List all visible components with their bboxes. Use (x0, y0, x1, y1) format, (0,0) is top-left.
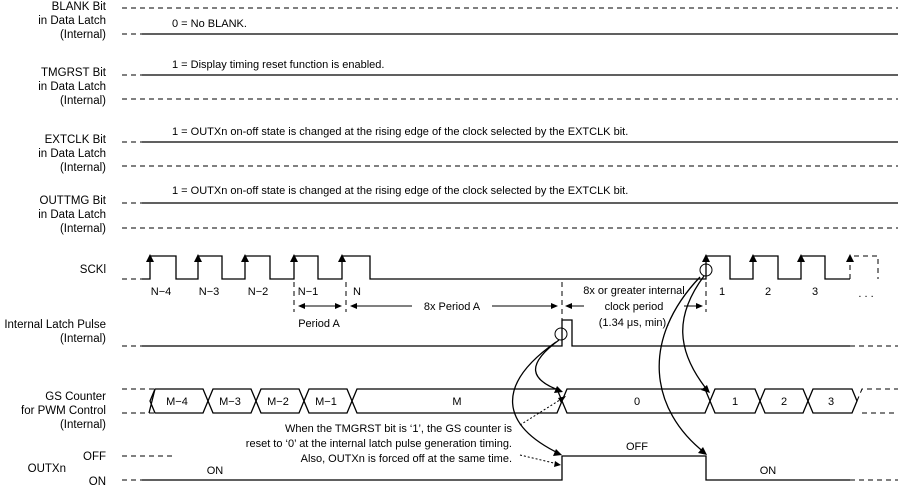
tmgrst-label-line-1: TMGRST Bit (41, 67, 107, 79)
outtmg-label-line-2: in Data Latch (38, 209, 106, 221)
gs-value-0: 0 (634, 396, 640, 408)
annotation-line-1: When the TMGRST bit is ‘1’, the GS count… (285, 423, 513, 435)
tmgrst-label-line-2: in Data Latch (38, 81, 106, 93)
gs-value-m-3: M−3 (219, 396, 241, 408)
internal-clock-line-1: 8x or greater internal (583, 285, 685, 297)
clock-label-n-1: N−1 (298, 286, 319, 298)
gs-label-line-3: (Internal) (60, 419, 106, 431)
gs-label-line-1: GS Counter (45, 391, 106, 403)
tmgrst-annotation: When the TMGRST bit is ‘1’, the GS count… (246, 423, 513, 465)
outxn-row: OUTXn OFF ON ON OFF ON (28, 441, 898, 486)
outxn-off-label: OFF (83, 451, 106, 463)
clock-label-ellipsis: . . . (858, 288, 873, 300)
tmgrst-label-line-3: (Internal) (60, 95, 106, 107)
extclk-bit-row: EXTCLK Bit in Data Latch (Internal) 1 = … (38, 126, 898, 174)
blank-note: 0 = No BLANK. (172, 18, 247, 30)
clock-label-n: N (353, 286, 361, 298)
sckl-label: SCKl (80, 264, 106, 276)
blank-label-line-1: BLANK Bit (52, 1, 107, 13)
gs-value-3: 3 (828, 396, 834, 408)
annotation-line-3: Also, OUTXn is forced off at the same ti… (301, 453, 512, 465)
tmgrst-bit-row: TMGRST Bit in Data Latch (Internal) 1 = … (38, 59, 898, 107)
gs-value-m-4: M−4 (166, 396, 188, 408)
clock-label-1: 1 (719, 286, 725, 298)
internal-clock-line-2: clock period (605, 301, 664, 313)
out-state-off: OFF (626, 441, 648, 453)
clock-label-n-3: N−3 (199, 286, 220, 298)
gs-counter-row: GS Counter for PWM Control (Internal) M−… (21, 388, 898, 431)
gs-value-2: 2 (781, 396, 787, 408)
outtmg-label-line-1: OUTTMG Bit (40, 195, 107, 207)
clock-label-2: 2 (765, 286, 771, 298)
tmgrst-note: 1 = Display timing reset function is ena… (172, 59, 384, 71)
outtmg-bit-row: OUTTMG Bit in Data Latch (Internal) 1 = … (38, 185, 898, 235)
internal-clock-line-3: (1.34 μs, min). (599, 317, 670, 329)
sckl-row: SCKl N−4 N−3 N−2 N−1 N 1 2 3 . . . (80, 254, 879, 300)
gs-label-line-2: for PWM Control (21, 405, 106, 417)
gs-value-m: M (452, 396, 461, 408)
outxn-on-label: ON (89, 476, 106, 486)
gs-value-m-2: M−2 (267, 396, 289, 408)
clock-label-n-2: N−2 (248, 286, 269, 298)
latch-pulse-row: Internal Latch Pulse (Internal) (4, 319, 898, 347)
blank-label-line-3: (Internal) (60, 29, 106, 41)
clock-label-n-4: N−4 (151, 286, 172, 298)
latch-label-line-2: (Internal) (60, 333, 106, 345)
extclk-label-line-2: in Data Latch (38, 148, 106, 160)
annotation-line-2: reset to ‘0’ at the internal latch pulse… (246, 438, 512, 450)
causal-arrows (511, 275, 710, 467)
outxn-label: OUTXn (28, 463, 66, 475)
extclk-note: 1 = OUTXn on-off state is changed at the… (172, 126, 628, 138)
clock-label-3: 3 (812, 286, 818, 298)
outtmg-label-line-3: (Internal) (60, 223, 106, 235)
extclk-label-line-3: (Internal) (60, 162, 106, 174)
timing-guides: Period A 8x Period A 8x or greater inter… (293, 282, 707, 330)
gs-value-m-1: M−1 (315, 396, 337, 408)
blank-bit-row: BLANK Bit in Data Latch (Internal) 0 = N… (38, 1, 898, 41)
out-state-on-right: ON (760, 465, 777, 477)
period-a-label: Period A (298, 318, 340, 330)
period-8x-label: 8x Period A (424, 301, 481, 313)
blank-label-line-2: in Data Latch (38, 15, 106, 27)
extclk-label-line-1: EXTCLK Bit (45, 134, 107, 146)
out-state-on-left: ON (207, 465, 224, 477)
gs-value-1: 1 (732, 396, 738, 408)
outtmg-note: 1 = OUTXn on-off state is changed at the… (172, 185, 628, 197)
latch-label-line-1: Internal Latch Pulse (4, 319, 106, 331)
